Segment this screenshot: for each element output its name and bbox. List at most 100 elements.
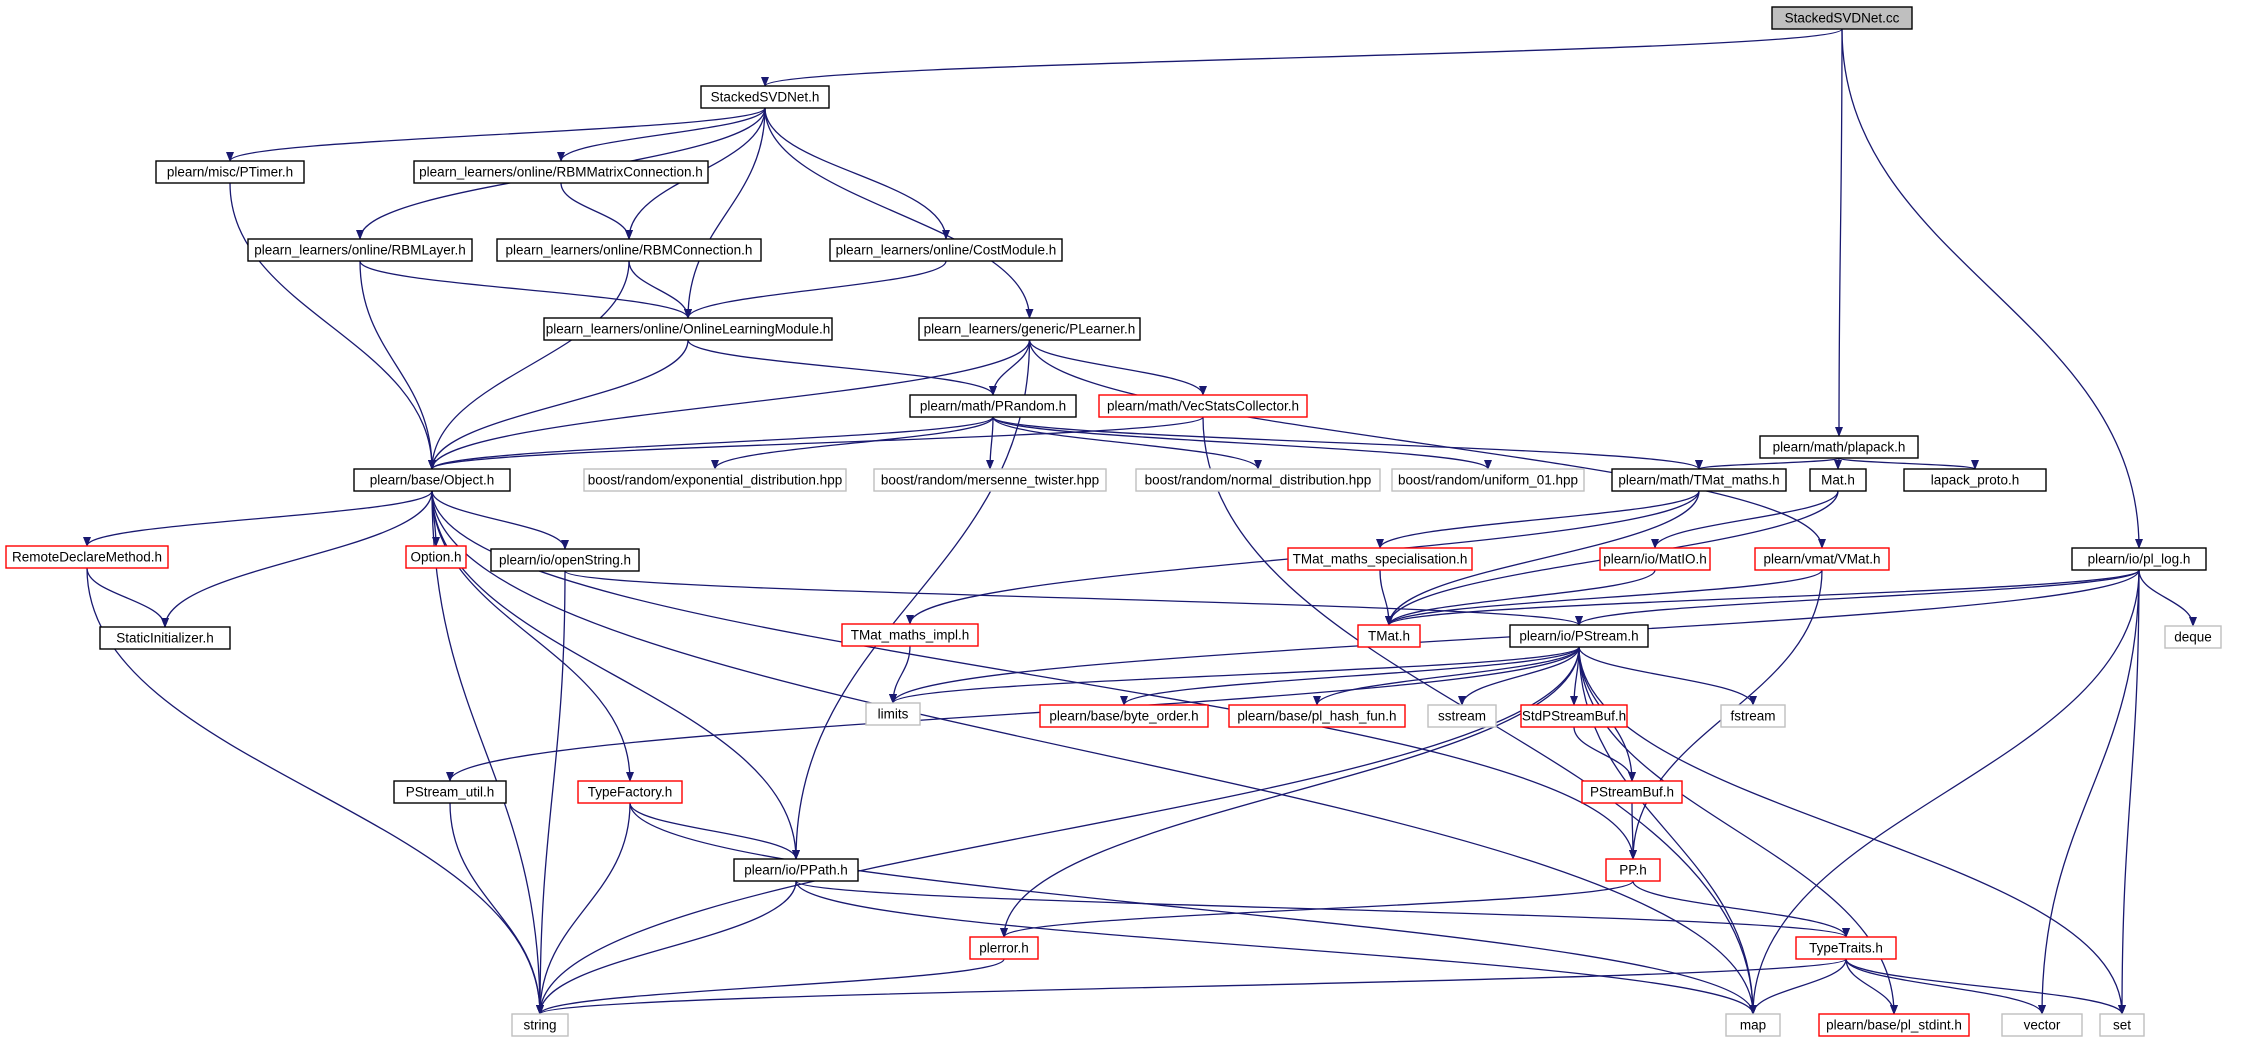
graph-node[interactable]: plearn_learners/online/RBMConnection.h	[496, 238, 762, 262]
node-label: plearn/base/Object.h	[370, 473, 495, 488]
node-box	[1759, 435, 1919, 459]
edge-n4-n13	[229, 182, 436, 470]
edge-n30-n43	[1000, 646, 1580, 938]
node-label: plearn_learners/online/RBMMatrixConnecti…	[419, 165, 703, 180]
graph-node[interactable]: plearn/base/pl_stdint.h	[1818, 1013, 1970, 1037]
edge-n6-n13	[359, 260, 436, 470]
graph-node[interactable]: plearn_learners/online/CostModule.h	[829, 238, 1063, 262]
graph-node[interactable]: StackedSVDNet.cc	[1771, 6, 1913, 30]
edge-n44-n48	[1845, 958, 2046, 1015]
graph-node[interactable]: RemoteDeclareMethod.h	[5, 545, 169, 569]
node-label: PP.h	[1619, 863, 1647, 878]
edge-n44-n47	[1845, 958, 1898, 1015]
node-label: Option.h	[410, 550, 461, 565]
node-box	[1287, 547, 1473, 571]
edge-n6-n9	[359, 260, 692, 319]
node-box	[577, 780, 683, 804]
graph-node[interactable]: plearn_learners/online/RBMMatrixConnecti…	[413, 160, 709, 184]
graph-node[interactable]: Option.h	[405, 545, 467, 569]
node-label: plearn/misc/PTimer.h	[167, 165, 293, 180]
graph-node[interactable]: Mat.h	[1809, 468, 1867, 492]
node-label: TypeFactory.h	[588, 785, 673, 800]
graph-node[interactable]: PStream_util.h	[393, 780, 507, 804]
graph-node[interactable]: TMat_maths_specialisation.h	[1287, 547, 1473, 571]
edge-n1-n4	[226, 107, 766, 162]
graph-node[interactable]: StdPStreamBuf.h	[1520, 704, 1628, 728]
node-box	[700, 85, 830, 109]
graph-node[interactable]: plearn/math/plapack.h	[1759, 435, 1919, 459]
node-label: boost/random/uniform_01.hpp	[1398, 473, 1578, 488]
graph-node[interactable]: StackedSVDNet.h	[700, 85, 830, 109]
node-label: lapack_proto.h	[1931, 473, 2020, 488]
node-box	[1098, 394, 1308, 418]
graph-node[interactable]: PStreamBuf.h	[1581, 780, 1683, 804]
graph-node[interactable]: plearn/base/pl_hash_fun.h	[1228, 704, 1406, 728]
node-label: string	[523, 1018, 556, 1033]
edge-n2-n18	[1695, 457, 1840, 470]
node-box	[353, 468, 511, 492]
edge-n40-n42	[1628, 802, 1637, 860]
graph-node[interactable]: plearn/io/pl_log.h	[2071, 547, 2207, 571]
node-label: Mat.h	[1821, 473, 1855, 488]
graph-node[interactable]: plearn/base/byte_order.h	[1039, 704, 1209, 728]
edge-n39-n41	[629, 802, 800, 860]
edge-n42-n43	[1000, 880, 1634, 938]
graph-node[interactable]: plearn/math/TMat_maths.h	[1611, 468, 1787, 492]
node-label: plearn_learners/online/CostModule.h	[836, 243, 1057, 258]
node-label: boost/random/normal_distribution.hpp	[1145, 473, 1372, 488]
graph-node[interactable]: plearn/vmat/VMat.h	[1754, 547, 1890, 571]
graph-node[interactable]: plearn/io/PStream.h	[1509, 624, 1649, 648]
node-label: TMat_maths_impl.h	[851, 628, 970, 643]
graph-node[interactable]: PP.h	[1605, 858, 1661, 882]
edge-n13-n46	[431, 490, 1757, 1015]
graph-node[interactable]: TypeFactory.h	[577, 780, 683, 804]
graph-node[interactable]: lapack_proto.h	[1903, 468, 2047, 492]
graph-node: boost/random/mersenne_twister.hpp	[873, 468, 1107, 492]
edge-n39-n46	[629, 802, 1757, 1015]
graph-node[interactable]: TypeTraits.h	[1795, 936, 1897, 960]
node-box	[733, 858, 859, 882]
node-box	[1795, 936, 1897, 960]
node-label: StackedSVDNet.cc	[1785, 11, 1900, 26]
graph-node[interactable]: plearn/io/openString.h	[490, 548, 640, 572]
graph-node[interactable]: plearn/io/MatIO.h	[1599, 547, 1711, 571]
graph-node[interactable]: plearn/base/Object.h	[353, 468, 511, 492]
node-label: RemoteDeclareMethod.h	[12, 550, 162, 565]
node-box	[99, 626, 231, 650]
graph-node[interactable]: plearn/math/PRandom.h	[909, 394, 1077, 418]
node-label: TypeTraits.h	[1809, 941, 1883, 956]
edge-n3-n48	[2038, 569, 2140, 1015]
node-box	[918, 317, 1141, 341]
edge-n21-n27	[86, 567, 169, 628]
node-box	[405, 545, 467, 569]
edge-n11-n15	[986, 416, 995, 470]
graph-node[interactable]: plearn/math/VecStatsCollector.h	[1098, 394, 1308, 418]
node-box	[393, 780, 507, 804]
edge-n23-n30	[564, 570, 1583, 626]
edge-n13-n23	[431, 490, 569, 550]
graph-node[interactable]: plearn_learners/online/RBMLayer.h	[247, 238, 473, 262]
edge-n30-n34	[1313, 646, 1580, 706]
edge-n30-n32	[889, 646, 1580, 704]
node-label: plearn/math/plapack.h	[1773, 440, 1906, 455]
graph-node[interactable]: plerror.h	[969, 936, 1039, 960]
graph-node[interactable]: plearn/io/PPath.h	[733, 858, 859, 882]
graph-node: fstream	[1720, 704, 1786, 728]
node-box	[496, 238, 762, 262]
graph-node[interactable]: TMat.h	[1357, 624, 1421, 648]
graph-node[interactable]: plearn_learners/generic/PLearner.h	[918, 317, 1141, 341]
graph-node[interactable]: plearn/misc/PTimer.h	[155, 160, 305, 184]
edge-n30-n38	[446, 646, 1580, 782]
graph-node[interactable]: plearn_learners/online/OnlineLearningMod…	[543, 317, 833, 341]
node-box	[1599, 547, 1711, 571]
graph-node: boost/random/exponential_distribution.hp…	[583, 468, 847, 492]
edge-n3-n46	[1749, 569, 2140, 1015]
graph-node[interactable]: TMat_maths_impl.h	[841, 623, 979, 647]
node-label: TMat_maths_specialisation.h	[1293, 552, 1468, 567]
edge-n1-n9	[684, 107, 766, 319]
node-label: fstream	[1730, 709, 1775, 724]
graph-node[interactable]: StaticInitializer.h	[99, 626, 231, 650]
edge-n2-n20	[1838, 457, 1979, 470]
